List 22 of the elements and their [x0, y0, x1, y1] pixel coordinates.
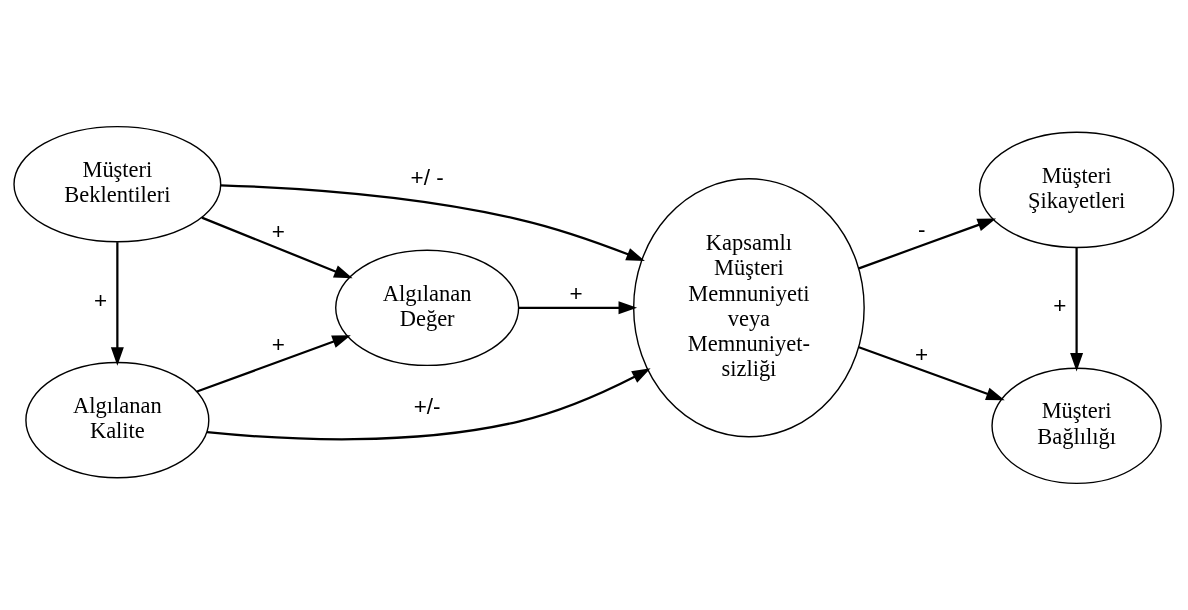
edge-label: - — [917, 217, 926, 243]
arrow — [220, 184, 645, 262]
node-ellipse: Algılanan Değer — [335, 249, 520, 367]
arrow — [196, 335, 351, 393]
edge-label: + — [271, 332, 285, 358]
node-ellipse: Müşteri Beklentileri — [13, 125, 222, 243]
arrow — [858, 346, 1005, 401]
edge-label: + — [93, 287, 108, 313]
edge-label: +/- — [413, 394, 441, 420]
edge-label: + — [915, 342, 929, 368]
arrow — [858, 218, 997, 270]
edge-label: + — [1053, 293, 1067, 319]
node-ellipse: Müşteri Bağlılığı — [991, 367, 1162, 485]
arrow — [518, 301, 638, 315]
edge-label: +/ - — [410, 165, 444, 191]
arrow — [110, 242, 124, 366]
edge-label: + — [271, 218, 285, 244]
arrow — [1070, 247, 1084, 372]
node-ellipse: Algılanan Kalite — [25, 361, 210, 479]
arrow — [201, 216, 353, 279]
arrow — [206, 368, 651, 441]
edge-label: + — [569, 280, 583, 306]
